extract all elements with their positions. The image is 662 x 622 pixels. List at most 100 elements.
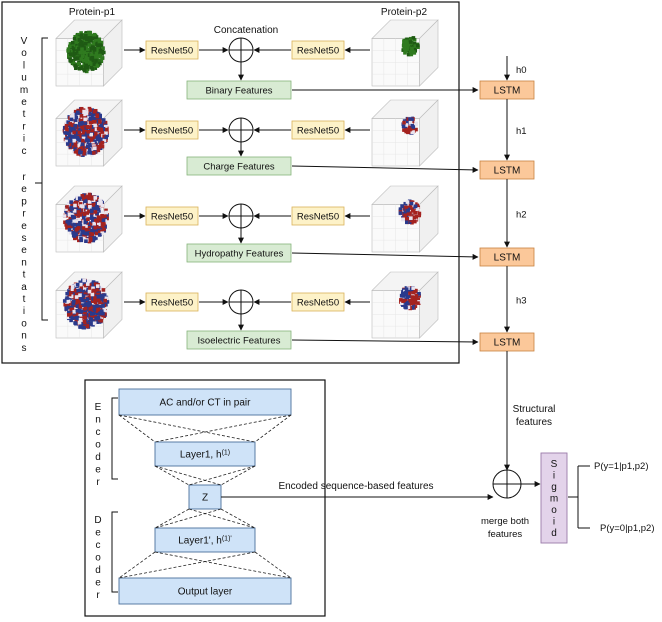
voxel bbox=[66, 315, 71, 320]
arrow bbox=[291, 165, 479, 173]
voxel bbox=[75, 203, 80, 208]
voxel bbox=[71, 230, 75, 235]
voxel bbox=[102, 307, 107, 312]
voxel bbox=[89, 53, 94, 57]
voxel bbox=[85, 36, 89, 41]
side-letter: s bbox=[22, 233, 27, 244]
voxel bbox=[100, 203, 105, 208]
side-letter: n bbox=[21, 331, 27, 342]
voxel bbox=[81, 226, 86, 230]
voxel bbox=[91, 135, 96, 139]
voxel bbox=[100, 131, 104, 135]
protein-p2-volume bbox=[371, 19, 439, 87]
autoencoder-panel bbox=[84, 379, 326, 617]
voxel bbox=[84, 207, 88, 212]
voxel bbox=[74, 120, 79, 125]
voxel bbox=[93, 210, 98, 214]
concat-icon bbox=[228, 117, 254, 143]
voxel bbox=[408, 40, 413, 44]
encoder-letter: c bbox=[96, 427, 101, 438]
voxel bbox=[90, 310, 95, 314]
encoder-letter: d bbox=[95, 452, 101, 463]
voxel bbox=[98, 140, 102, 144]
voxel bbox=[80, 194, 85, 198]
voxel bbox=[402, 120, 406, 125]
voxel bbox=[86, 108, 90, 113]
voxel bbox=[405, 216, 410, 221]
lstm-label: LSTM bbox=[494, 253, 521, 264]
voxel bbox=[69, 212, 73, 217]
voxel bbox=[71, 219, 76, 224]
decoder-letter: o bbox=[95, 553, 101, 564]
voxel bbox=[400, 212, 405, 216]
voxel bbox=[73, 118, 78, 122]
voxel bbox=[70, 284, 75, 289]
connection-line bbox=[220, 465, 256, 486]
voxel bbox=[89, 56, 93, 61]
voxel bbox=[402, 43, 406, 47]
voxel bbox=[83, 199, 88, 204]
voxel bbox=[73, 63, 77, 68]
voxel bbox=[87, 300, 92, 305]
decoder-letter: c bbox=[96, 540, 101, 551]
voxel bbox=[85, 297, 90, 301]
voxel bbox=[413, 204, 418, 209]
voxel bbox=[403, 291, 407, 296]
voxel bbox=[65, 300, 69, 304]
voxel bbox=[94, 295, 99, 300]
voxel bbox=[101, 290, 106, 294]
voxel bbox=[401, 217, 405, 222]
voxel bbox=[414, 127, 418, 132]
voxel bbox=[416, 297, 421, 302]
voxel bbox=[93, 196, 98, 200]
voxel bbox=[96, 134, 100, 138]
voxel bbox=[72, 138, 76, 143]
voxel bbox=[82, 50, 87, 55]
voxel bbox=[414, 293, 419, 298]
side-letter: e bbox=[21, 184, 27, 195]
voxel bbox=[87, 31, 91, 35]
side-letter: i bbox=[23, 306, 25, 317]
connection-line bbox=[254, 551, 292, 579]
voxel bbox=[80, 35, 84, 40]
voxel bbox=[404, 287, 409, 291]
voxel bbox=[413, 211, 418, 215]
voxel bbox=[92, 216, 97, 221]
voxel bbox=[69, 314, 73, 319]
voxel bbox=[62, 214, 67, 218]
voxel bbox=[408, 211, 412, 215]
voxel bbox=[81, 128, 85, 133]
voxel bbox=[72, 128, 77, 133]
voxel bbox=[90, 229, 94, 233]
side-letter: t bbox=[23, 294, 26, 305]
voxel bbox=[400, 291, 405, 296]
concat-icon bbox=[228, 37, 254, 63]
voxel bbox=[82, 109, 86, 114]
voxel bbox=[77, 66, 82, 71]
voxel bbox=[75, 235, 79, 240]
voxel bbox=[82, 319, 87, 324]
connection-line bbox=[118, 414, 256, 443]
voxel bbox=[78, 202, 83, 206]
voxel bbox=[98, 216, 103, 221]
voxel bbox=[412, 37, 417, 42]
voxel bbox=[73, 135, 78, 139]
voxel bbox=[70, 316, 75, 320]
voxel bbox=[76, 41, 81, 45]
voxel bbox=[81, 138, 85, 143]
voxel bbox=[97, 230, 102, 234]
voxel bbox=[401, 294, 405, 298]
voxel bbox=[95, 309, 100, 313]
voxel bbox=[85, 302, 90, 306]
voxel bbox=[72, 309, 77, 314]
feature-label: Hydropathy Features bbox=[195, 249, 284, 260]
voxel bbox=[99, 318, 103, 323]
voxel bbox=[102, 227, 106, 232]
voxel bbox=[70, 141, 74, 146]
voxel bbox=[95, 64, 100, 68]
side-bracket bbox=[35, 37, 48, 321]
voxel bbox=[90, 221, 94, 226]
voxel bbox=[412, 48, 417, 52]
